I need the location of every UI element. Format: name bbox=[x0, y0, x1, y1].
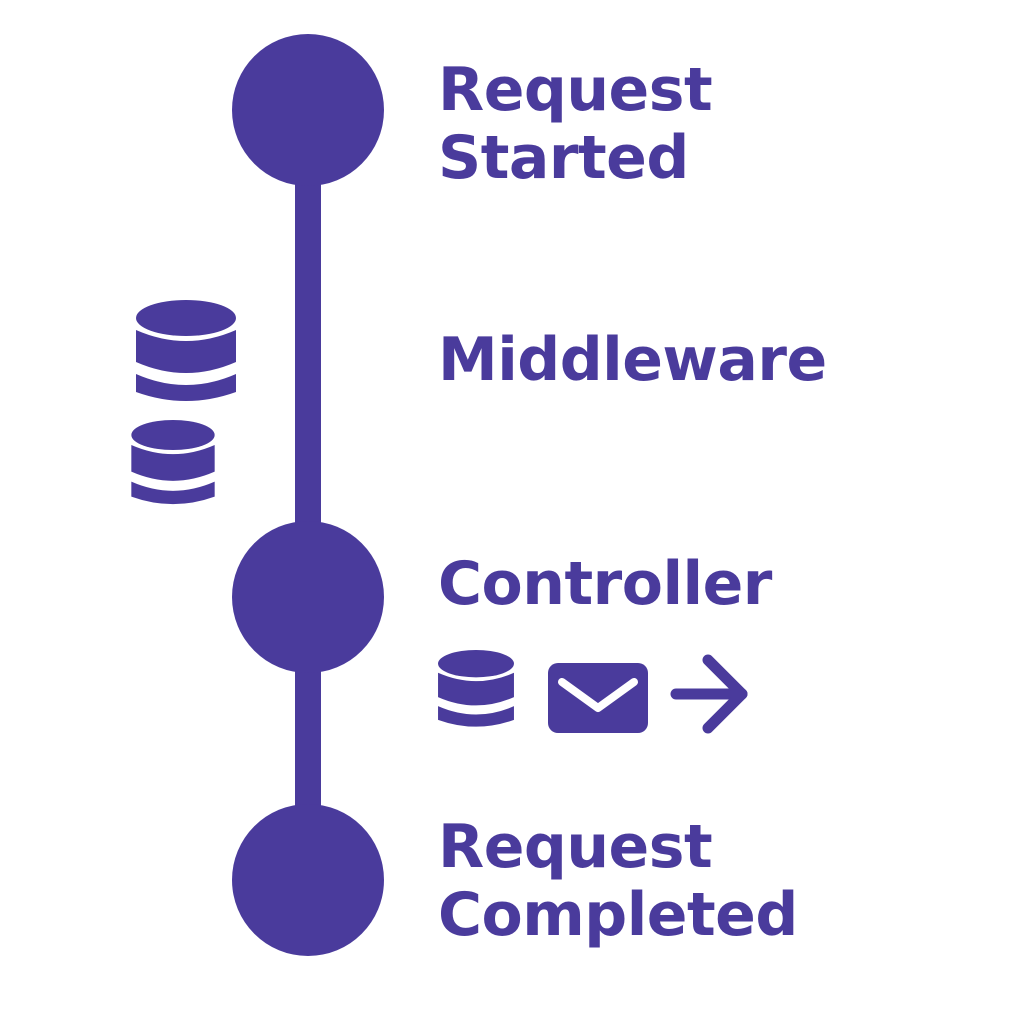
database-icon bbox=[131, 420, 215, 505]
node-request-started bbox=[232, 34, 384, 186]
mail-icon bbox=[548, 663, 648, 733]
arrow-right-icon bbox=[670, 654, 748, 734]
node-request-completed bbox=[232, 804, 384, 956]
step-label-line: Middleware bbox=[438, 325, 827, 395]
timeline-line bbox=[295, 110, 321, 880]
step-label-request-started: Request Started bbox=[438, 55, 713, 193]
step-label-controller: Controller bbox=[438, 550, 772, 618]
step-label-line: Started bbox=[438, 123, 689, 193]
step-label-line: Request bbox=[438, 55, 713, 125]
step-label-request-completed: Request Completed bbox=[438, 813, 798, 949]
database-icon bbox=[136, 300, 236, 401]
database-icon bbox=[438, 650, 514, 727]
step-label-middleware: Middleware bbox=[438, 326, 827, 394]
step-label-line: Controller bbox=[438, 549, 772, 619]
node-controller bbox=[232, 521, 384, 673]
step-label-line: Request bbox=[438, 812, 713, 882]
step-label-line: Completed bbox=[438, 880, 798, 950]
